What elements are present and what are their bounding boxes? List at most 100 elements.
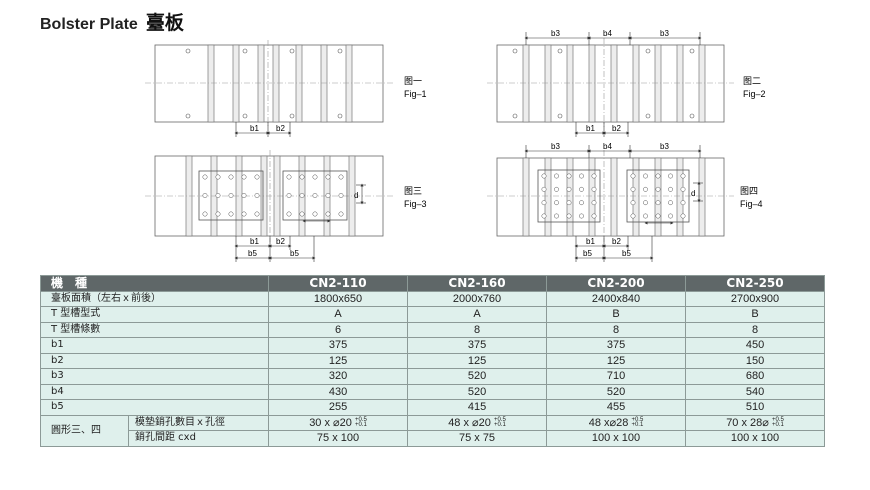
pin-hole [643, 213, 648, 219]
pin-hole [541, 173, 547, 179]
table-row: T 型槽型式 A A B B [39, 306, 826, 323]
pin-hole [579, 200, 584, 206]
pin-hole [286, 211, 292, 217]
fig4-dim-b2: b2 [612, 237, 621, 246]
pin-hole [325, 211, 331, 217]
fig2-dim-b4: b4 [603, 29, 612, 38]
fig2-dim-b1: b1 [586, 124, 595, 133]
fig1-dim-b1: b1 [250, 124, 259, 133]
group-label: 圓形三、四 [40, 414, 129, 447]
table-row: b4 430 520 520 540 [39, 383, 826, 400]
table-row: b5 255 415 455 510 [39, 399, 826, 416]
table-row: 銷孔間距 cxd 75 x 100 75 x 75 100 x 100 100 … [41, 430, 826, 447]
table-cell: 1800x650 [268, 290, 409, 307]
pin-hole [286, 174, 292, 180]
pin-hole [655, 186, 661, 192]
pin-hole [299, 193, 305, 198]
table-cell: 710 [546, 368, 687, 385]
table-row: T 型槽條數 6 8 8 8 [39, 321, 826, 338]
pin-hole [554, 213, 559, 219]
pin-hole [579, 173, 584, 179]
title-chinese: 臺板 [145, 12, 184, 34]
fig4-dim-b3-right: b3 [660, 142, 669, 151]
fig4-dim-b5-left: b5 [583, 249, 592, 258]
fig3-pin-holes [202, 174, 344, 217]
pin-hole [286, 193, 292, 198]
table-cell: 100 x 100 [546, 430, 687, 447]
specs-table: 機 種 CN2-110 CN2-160 CN2-200 CN2-250 臺板面積… [39, 275, 826, 447]
table-cell: A [407, 306, 548, 323]
table-row: b2 125 125 125 150 [39, 352, 826, 369]
pin-hole [554, 200, 559, 206]
table-cell: 375 [268, 337, 409, 354]
pin-count-value: 48 x⌀28 [588, 416, 629, 429]
header-model: CN2-110 [268, 275, 409, 292]
header-model: CN2-250 [685, 275, 826, 292]
fig4-pin-holes [541, 173, 686, 219]
fig1-dim-b2: b2 [276, 124, 285, 133]
pin-hole [680, 173, 686, 179]
pin-hole [680, 213, 686, 219]
row-label: b2 [39, 352, 270, 369]
fig1-t-slots [207, 44, 353, 123]
table-cell: 48 x ⌀20 +0.5+0.1 [407, 414, 548, 431]
pin-hole [202, 174, 208, 180]
table-cell: B [685, 306, 826, 323]
pin-hole [591, 173, 597, 179]
pin-count-value: 70 x 28⌀ [726, 416, 769, 429]
table-cell: 30 x ⌀20 +0.5+0.1 [268, 414, 409, 431]
fig3-dim-d: d [354, 191, 358, 200]
table-cell: B [546, 306, 687, 323]
pin-hole [312, 174, 318, 180]
pin-hole [215, 193, 221, 198]
fig2-dim-b3-left: b3 [551, 29, 560, 38]
pin-hole [655, 213, 661, 219]
figure-1: b1 b2 图一 Fig–1 [145, 40, 427, 137]
pin-hole [228, 174, 234, 180]
pin-hole [566, 213, 572, 219]
pin-hole [630, 200, 636, 206]
pin-hole [680, 200, 686, 206]
pin-hole [541, 200, 547, 206]
row-label: b3 [39, 368, 270, 385]
row-label: 臺板面積（左右ｘ前後） [39, 290, 270, 307]
table-row: 臺板面積（左右ｘ前後） 1800x650 2000x760 2400x840 2… [39, 290, 826, 307]
pin-hole [566, 173, 572, 179]
table-cell: 510 [685, 399, 826, 416]
pin-hole [643, 186, 648, 192]
table-cell: 125 [546, 352, 687, 369]
fig2-label-en: Fig–2 [743, 89, 766, 99]
table-cell: 8 [407, 321, 548, 338]
table-cell: 255 [268, 399, 409, 416]
pin-hole [241, 174, 247, 180]
fig4-dim-b5-right: b5 [622, 249, 631, 258]
figure-4: b3 b4 b3 d b1 b2 b5 b5 图四 Fig–4 [487, 142, 763, 262]
pin-hole [299, 211, 305, 217]
table-cell: 540 [685, 383, 826, 400]
table-cell: A [268, 306, 409, 323]
pin-hole [338, 211, 344, 217]
table-cell: 48 x⌀28 +0.5+0.1 [546, 414, 687, 431]
pin-hole [228, 193, 234, 198]
fig1-label-zh: 图一 [404, 76, 422, 86]
table-cell: 450 [685, 337, 826, 354]
pin-hole [668, 200, 673, 206]
table-cell: 415 [407, 399, 548, 416]
fig4-dim-b4: b4 [603, 142, 612, 151]
table-cell: 150 [685, 352, 826, 369]
tolerance: +0.5+0.1 [771, 416, 784, 428]
pin-hole [630, 173, 636, 179]
pin-hole [338, 193, 344, 198]
fig2-t-slots [522, 44, 706, 123]
table-cell: 430 [268, 383, 409, 400]
pin-hole [630, 213, 636, 219]
bolster-plate-figures: b1 b2 图一 Fig–1 [145, 29, 766, 262]
pin-hole [591, 200, 597, 206]
table-cell: 320 [268, 368, 409, 385]
pin-hole [312, 193, 318, 198]
table-row: b3 320 520 710 680 [39, 368, 826, 385]
pin-hole [668, 186, 673, 192]
pin-hole [228, 211, 234, 217]
fig3-dim-b2: b2 [276, 237, 285, 246]
fig4-dim-b3-left: b3 [551, 142, 560, 151]
